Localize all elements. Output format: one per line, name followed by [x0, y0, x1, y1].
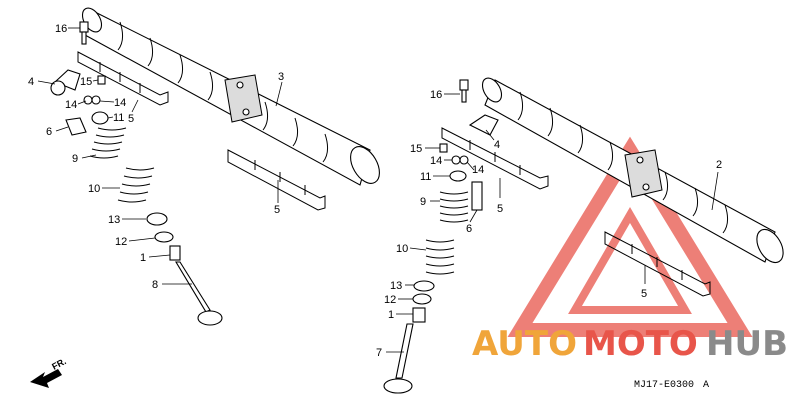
- retainer-14a-right: [451, 155, 461, 165]
- inner-spring-right: [439, 191, 469, 223]
- camshaft-left: [81, 7, 380, 186]
- watermark-hub: HUB: [706, 324, 788, 364]
- front-label: FR.: [50, 356, 67, 372]
- callout-left-10: 10: [88, 183, 100, 195]
- callout-left-8: 8: [152, 279, 158, 291]
- cam-holder-plate-right-lower: [604, 231, 711, 297]
- callout-left-4: 4: [28, 76, 34, 88]
- callout-left-9: 9: [72, 153, 78, 165]
- callout-left-1: 1: [140, 252, 146, 264]
- rocker-shaft-right: [471, 181, 483, 211]
- callout-right-16: 16: [430, 89, 442, 101]
- callout-left-15: 15: [80, 76, 92, 88]
- callout-right-4: 4: [494, 139, 500, 151]
- callout-right-11: 11: [420, 171, 431, 183]
- retainer-14b-left: [91, 95, 101, 105]
- callout-left-14a: 14: [65, 99, 77, 111]
- callout-right-9: 9: [420, 196, 426, 208]
- callout-left-12: 12: [115, 236, 127, 248]
- callout-right-2: 2: [716, 159, 722, 171]
- callout-right-6: 6: [466, 223, 472, 235]
- callout-right-7: 7: [376, 347, 382, 359]
- callouts-right: 16 4 15 14 14 11 9 6 10 13 12 1 7 2 5 5: [376, 89, 722, 359]
- lifter-right: [468, 114, 499, 136]
- callout-right-10: 10: [396, 243, 408, 255]
- callout-left-5b: 5: [274, 204, 280, 216]
- callout-left-16: 16: [55, 23, 67, 35]
- front-direction-arrow-icon: [30, 369, 62, 388]
- callout-left-5a: 5: [128, 113, 134, 125]
- callout-left-3: 3: [278, 71, 284, 83]
- bolt-right: [459, 79, 469, 103]
- rocker-shaft-left: [65, 117, 87, 136]
- leader-lines: [37, 27, 719, 353]
- outer-spring-left: [117, 167, 155, 203]
- cam-holder-plate-left-lower: [227, 149, 326, 211]
- callout-right-5b: 5: [641, 288, 647, 300]
- callout-right-14b: 14: [472, 164, 484, 176]
- valve-tappet-left: [91, 111, 109, 125]
- outer-spring-right: [425, 239, 455, 275]
- exhaust-valve-left: [175, 261, 223, 326]
- valve-guide-right: [412, 307, 426, 323]
- cam-holder-plate-left-upper: [77, 51, 169, 106]
- callout-left-13: 13: [108, 214, 120, 226]
- lifter-left: [50, 69, 81, 96]
- cam-holder-plate-right-upper: [441, 127, 549, 190]
- spring-seat-right: [413, 280, 435, 292]
- callout-right-14a: 14: [430, 155, 442, 167]
- watermark-logo: AUTO MOTO HUB: [472, 324, 788, 364]
- inner-spring-left: [89, 127, 127, 159]
- bolt-left: [79, 21, 89, 45]
- watermark-auto: AUTO: [472, 324, 577, 364]
- diagram-code-suffix: A: [703, 380, 709, 391]
- shim-15-left: [97, 75, 106, 85]
- callout-left-14b: 14: [114, 97, 126, 109]
- retainer-14b-right: [459, 155, 469, 165]
- callout-right-5a: 5: [497, 203, 503, 215]
- spring-seat-left: [146, 212, 168, 226]
- shim-15-right: [439, 143, 448, 153]
- callout-right-1: 1: [388, 309, 394, 321]
- intake-valve-right: [383, 323, 414, 394]
- watermark-moto: MOTO: [583, 324, 698, 364]
- callout-right-15: 15: [410, 143, 422, 155]
- camshaft-right: [481, 77, 784, 264]
- diagram-code: MJ17-E0300: [634, 380, 694, 391]
- callouts-left: 16 4 15 14 14 11 6 9 10 13 12 1 8 3 5 5: [28, 23, 284, 291]
- valve-guide-left: [169, 245, 181, 261]
- valve-seal-left: [154, 231, 174, 243]
- callout-left-6: 6: [46, 126, 52, 138]
- callout-right-12: 12: [384, 294, 396, 306]
- callout-left-11: 11: [113, 112, 124, 124]
- retainer-14a-left: [83, 95, 93, 105]
- valve-seal-right: [412, 293, 432, 305]
- valve-tappet-right: [449, 170, 467, 182]
- callout-right-13: 13: [390, 280, 402, 292]
